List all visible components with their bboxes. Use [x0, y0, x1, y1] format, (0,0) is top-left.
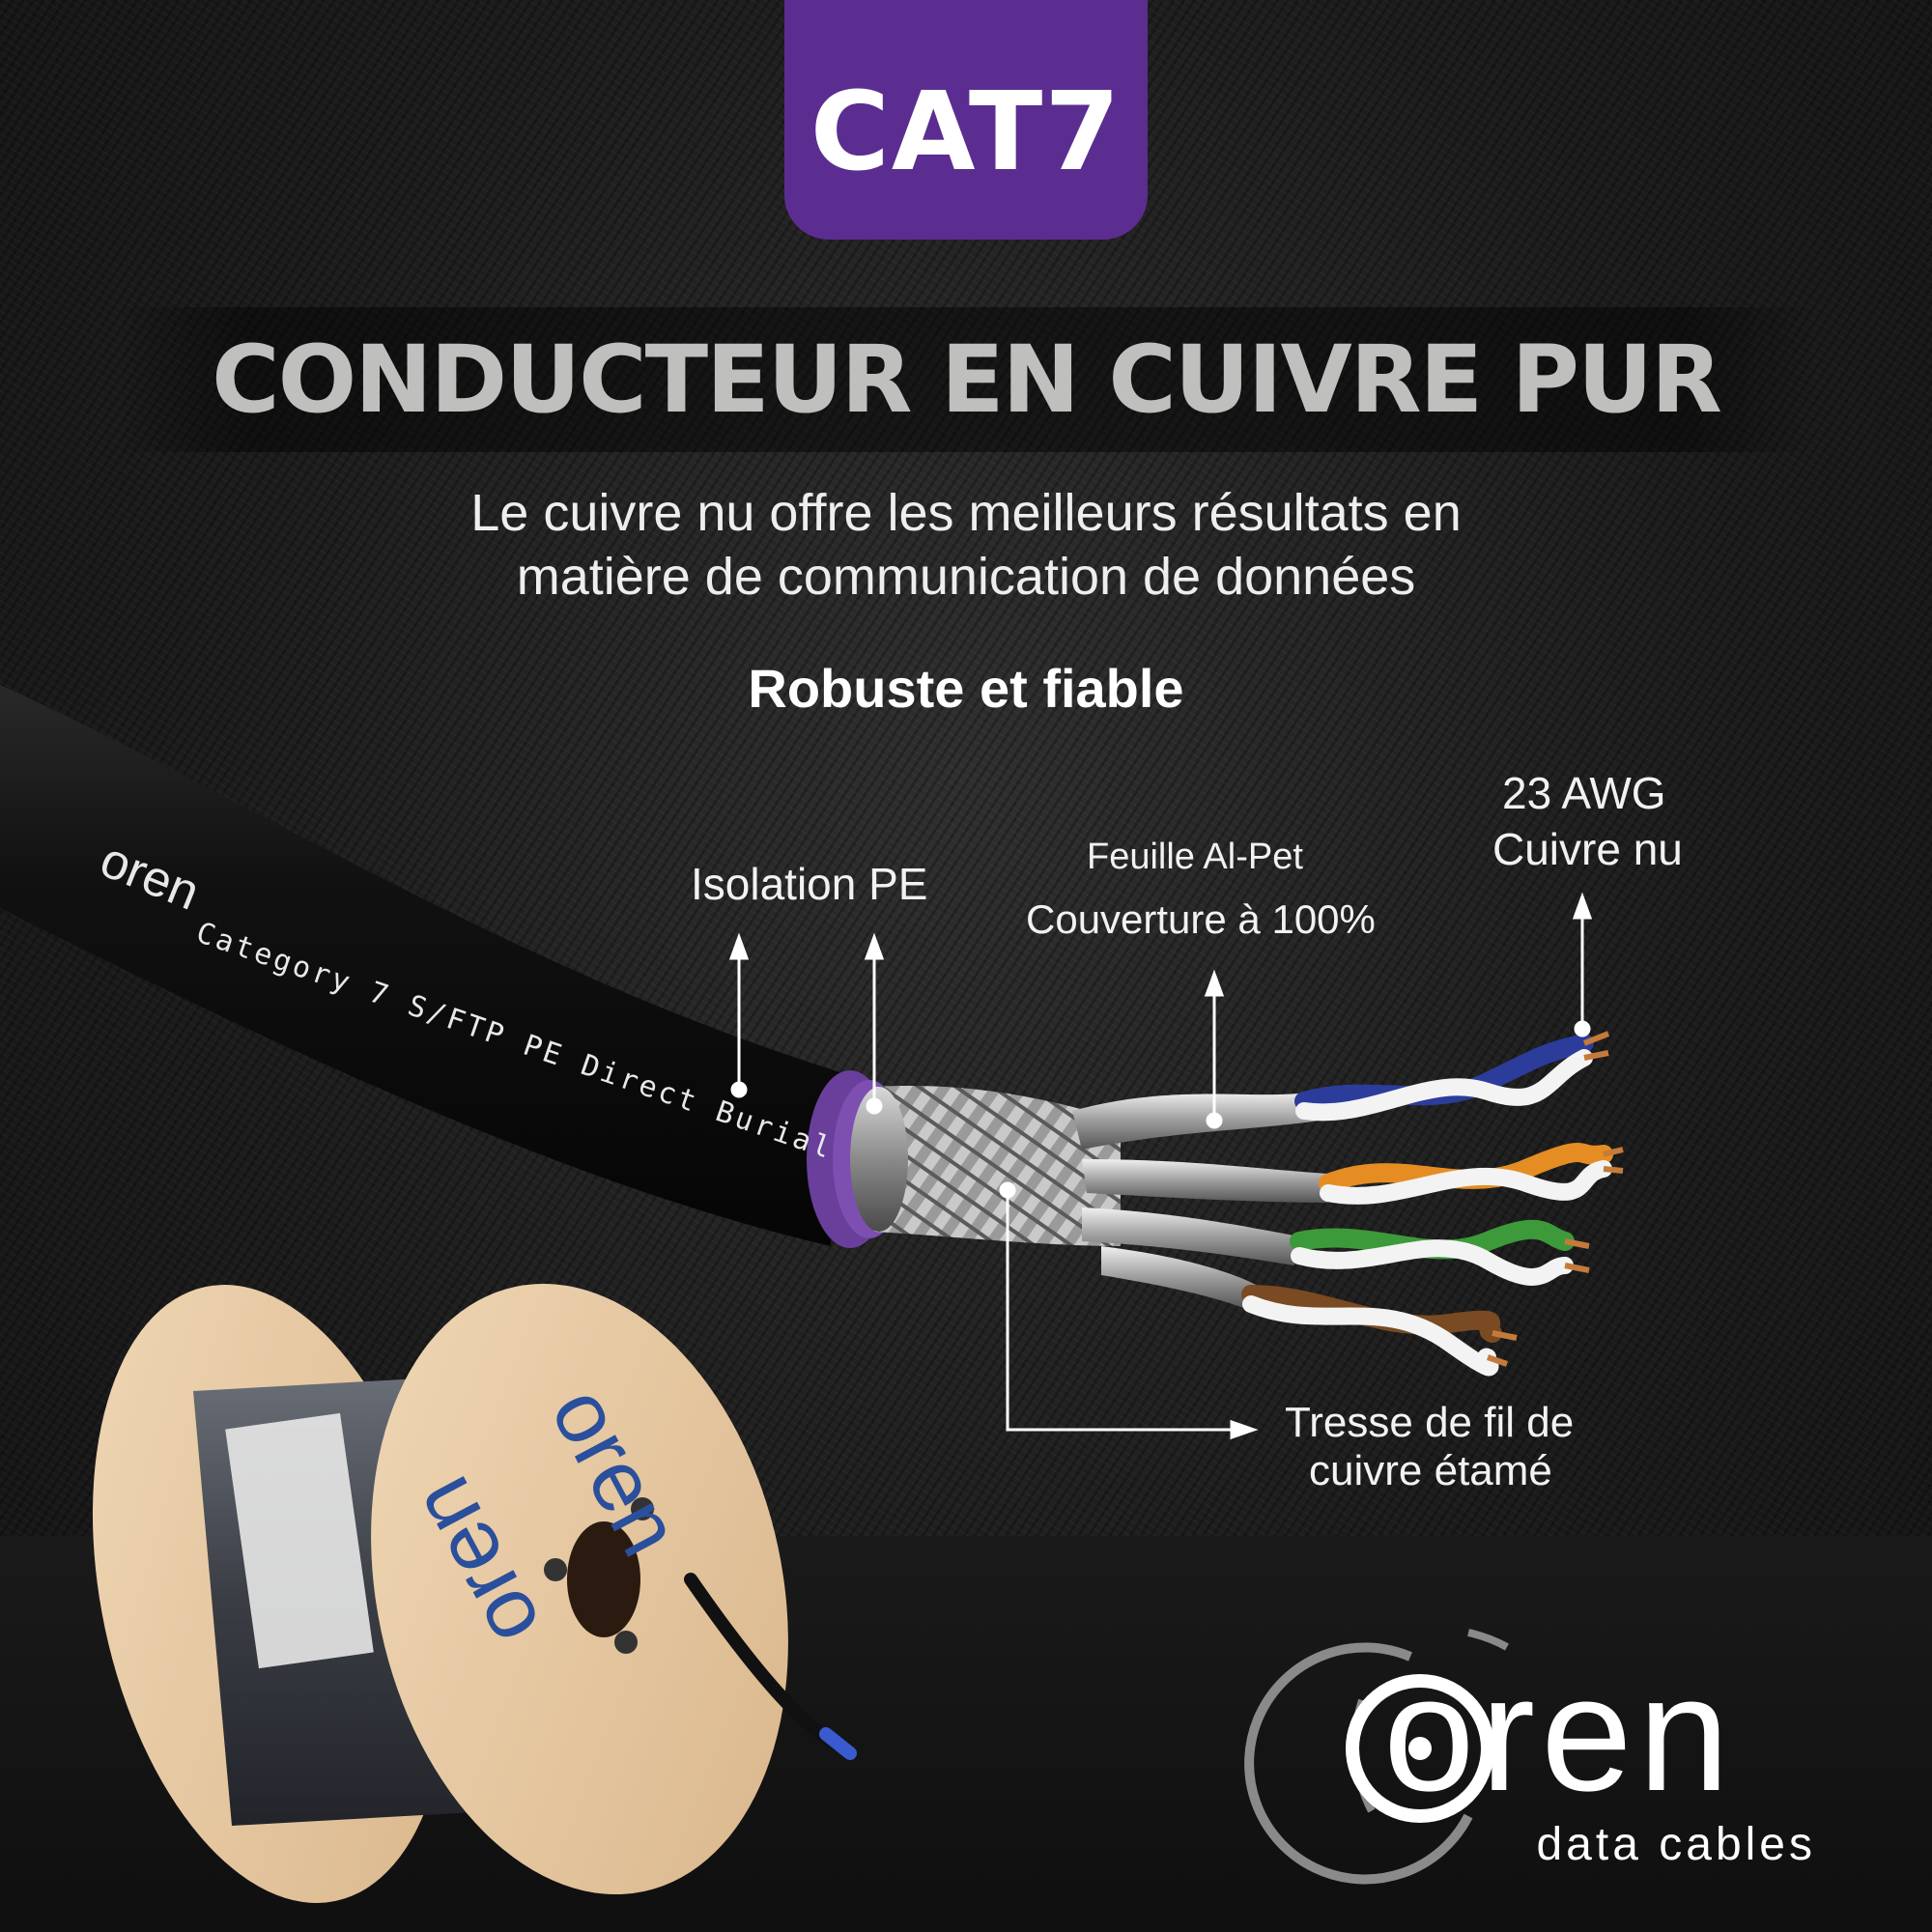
- headline-banner: CONDUCTEUR EN CUIVRE PUR: [116, 307, 1816, 452]
- brand-logo-name: oren: [1383, 1642, 1736, 1826]
- arrow-up-icon: [728, 932, 750, 1098]
- callout-isolation: Isolation PE: [691, 859, 928, 909]
- twisted-pair-blue: [1294, 1031, 1610, 1122]
- foil-pair-2: [1082, 1159, 1328, 1203]
- oren-ring-icon: [1244, 1629, 1509, 1885]
- subtitle-line-1: Le cuivre nu offre les meilleurs résulta…: [470, 484, 1462, 542]
- callout-foil-coverage: Couverture à 100%: [1026, 896, 1376, 942]
- callout-foil-title: Feuille Al-Pet: [1087, 837, 1303, 877]
- copper-braid: [874, 1086, 1121, 1246]
- foil-pair-1: [1072, 1092, 1319, 1150]
- callout-braid-line-2: cuivre étamé: [1309, 1447, 1552, 1494]
- foil-pair-4: [1101, 1246, 1256, 1309]
- arrow-up-icon: [1572, 892, 1593, 1037]
- cable-jacket: [0, 685, 840, 1246]
- brand-logo: oren data cables: [1343, 1642, 1816, 1871]
- callout-braid-line-1: Tresse de fil de: [1285, 1399, 1575, 1446]
- cable-reel: [92, 1283, 857, 1903]
- twisted-pair-green: [1290, 1219, 1590, 1286]
- callout-awg-size: 23 AWG: [1502, 768, 1666, 818]
- callout-awg-material: Cuivre nu: [1492, 824, 1683, 874]
- twisted-pair-brown: [1241, 1285, 1518, 1377]
- category-badge: CAT7: [784, 0, 1148, 240]
- arrow-right-icon: [999, 1181, 1259, 1440]
- twisted-pair-orange: [1319, 1143, 1624, 1205]
- headline-text: CONDUCTEUR EN CUIVRE PUR: [212, 326, 1722, 434]
- tagline: Robuste et fiable: [748, 658, 1184, 719]
- arrow-up-icon: [1204, 969, 1225, 1129]
- arrow-up-icon: [864, 932, 885, 1115]
- foil-pair-3: [1082, 1208, 1299, 1265]
- subtitle-line-2: matière de communication de données: [516, 548, 1416, 606]
- brand-logo-tagline: data cables: [1536, 1819, 1816, 1870]
- subtitle: Le cuivre nu offre les meilleurs résulta…: [193, 481, 1739, 609]
- category-label: CAT7: [810, 70, 1122, 195]
